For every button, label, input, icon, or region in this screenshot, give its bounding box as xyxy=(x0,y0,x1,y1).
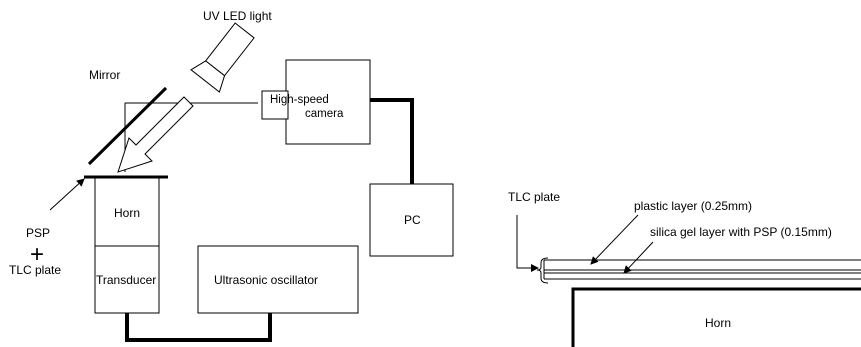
horn-label: Horn xyxy=(114,206,140,220)
pc-label: PC xyxy=(404,213,421,227)
horn-right-box xyxy=(571,287,861,347)
camera-pc-cable xyxy=(370,98,414,184)
silica-layer-label: silica gel layer with PSP (0.15mm) xyxy=(650,225,832,239)
uv-led-light xyxy=(190,22,255,93)
oscillator-box xyxy=(197,245,359,314)
camera-label-line1: High-speed xyxy=(270,94,329,106)
plastic-layer-label: plastic layer (0.25mm) xyxy=(634,199,752,213)
illumination-arrow xyxy=(117,96,194,173)
tlc-plate-right-pointer xyxy=(516,215,539,272)
psp-pointer-arrow xyxy=(49,178,85,211)
plastic-layer-arrow xyxy=(590,214,639,265)
pc-box xyxy=(369,183,454,257)
mirror-label: Mirror xyxy=(89,68,120,82)
horn-box xyxy=(94,177,160,247)
horn-right-label: Horn xyxy=(705,316,731,330)
layer-brace xyxy=(536,257,549,284)
oscillator-label: Ultrasonic oscillator xyxy=(214,273,318,287)
camera-lens xyxy=(261,90,289,120)
transducer-oscillator-cable xyxy=(125,313,272,342)
psp-label: PSP xyxy=(26,226,50,240)
silica-layer-arrow xyxy=(623,241,654,274)
camera-label-line2: camera xyxy=(305,108,344,120)
mirror xyxy=(87,86,168,166)
tlc-plate-right-label: TLC plate xyxy=(508,190,560,204)
camera-body xyxy=(285,59,371,145)
tlc-plate-left-label: TLC plate xyxy=(9,263,61,277)
plus-sign: + xyxy=(30,241,44,268)
uv-led-label: UV LED light xyxy=(203,9,272,23)
transducer-label: Transducer xyxy=(96,273,156,287)
transducer-box xyxy=(94,245,160,314)
